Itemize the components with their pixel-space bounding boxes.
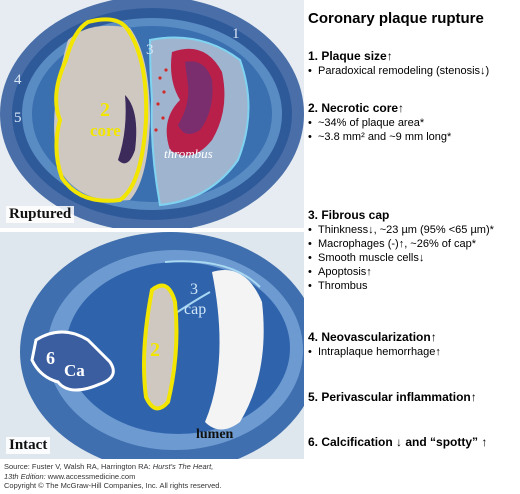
ruptured-histology-image: 1 3 4 5 2 core thrombus Ruptured <box>0 0 304 228</box>
section-item: Thinkness↓, ~23 µm (95% <65 µm)* <box>308 223 520 237</box>
label-4: 4 <box>14 72 22 88</box>
label-3: 3 <box>190 281 198 298</box>
label-5: 5 <box>14 110 22 126</box>
section-item: Thrombus <box>308 279 520 293</box>
calcium-outline <box>30 330 115 392</box>
section-item: Macrophages (-)↑, ~26% of cap* <box>308 237 520 251</box>
source-line: Source: Fuster V, Walsh RA, Harrington R… <box>4 462 222 472</box>
label-3: 3 <box>146 42 154 58</box>
ruptured-tag: Ruptured <box>6 206 75 223</box>
section-item: Apoptosis↑ <box>308 265 520 279</box>
ruptured-illustration: 1 3 4 5 2 core thrombus <box>0 0 304 228</box>
label-cap: cap <box>184 301 206 318</box>
source-url: www.accessmedicine.com <box>47 471 136 481</box>
section-fibrous-cap: 3. Fibrous cap Thinkness↓, ~23 µm (95% <… <box>308 208 520 293</box>
page-title: Coronary plaque rupture <box>308 10 484 27</box>
edition-line: 13th Edition: www.accessmedicine.com <box>4 472 222 482</box>
label-core: core <box>90 121 121 140</box>
section-necrotic-core: 2. Necrotic core↑ ~34% of plaque area* ~… <box>308 101 520 144</box>
copyright-line: Copyright © The McGraw-Hill Companies, I… <box>4 481 222 490</box>
intact-histology-image: 3 cap 2 6 Ca lumen Intact <box>0 232 304 459</box>
section-heading: 6. Calcification ↓ and “spotty” ↑ <box>308 435 488 449</box>
source-edition: 13th Edition: <box>4 471 46 481</box>
intact-illustration: 3 cap 2 6 Ca lumen <box>0 232 304 459</box>
label-2: 2 <box>100 99 110 121</box>
section-heading: 5. Perivascular inflammation↑ <box>308 390 477 404</box>
section-item: ~3.8 mm² and ~9 mm long* <box>308 130 520 144</box>
label-thrombus: thrombus <box>164 146 213 161</box>
section-heading: 2. Necrotic core↑ <box>308 101 405 115</box>
section-item: ~34% of plaque area* <box>308 116 520 130</box>
section-calcification: 6. Calcification ↓ and “spotty” ↑ <box>308 435 520 450</box>
section-item: Paradoxical remodeling (stenosis↓) <box>308 64 520 78</box>
source-book: Hurst's The Heart, <box>152 462 214 471</box>
label-lumen: lumen <box>196 427 234 442</box>
section-plaque-size: 1. Plaque size↑ Paradoxical remodeling (… <box>308 49 520 78</box>
section-heading: 3. Fibrous cap <box>308 208 390 222</box>
cap-outline <box>164 260 261 288</box>
label-2: 2 <box>150 339 160 361</box>
source-footer: Source: Fuster V, Walsh RA, Harrington R… <box>4 462 222 491</box>
section-neovascularization: 4. Neovascularization↑ Intraplaque hemor… <box>308 330 520 359</box>
section-item: Smooth muscle cells↓ <box>308 251 520 265</box>
lumen-shape <box>205 270 264 430</box>
label-6: 6 <box>46 348 55 368</box>
section-heading: 4. Neovascularization↑ <box>308 330 437 344</box>
label-1: 1 <box>232 26 240 42</box>
core-outline <box>142 283 179 411</box>
section-item: Intraplaque hemorrhage↑ <box>308 345 520 359</box>
label-ca: Ca <box>64 361 85 380</box>
section-perivascular-inflammation: 5. Perivascular inflammation↑ <box>308 390 520 405</box>
source-prefix: Source: Fuster V, Walsh RA, Harrington R… <box>4 462 151 471</box>
intact-tag: Intact <box>6 437 51 454</box>
section-heading: 1. Plaque size↑ <box>308 49 393 63</box>
necrotic-core-outline <box>54 17 149 203</box>
